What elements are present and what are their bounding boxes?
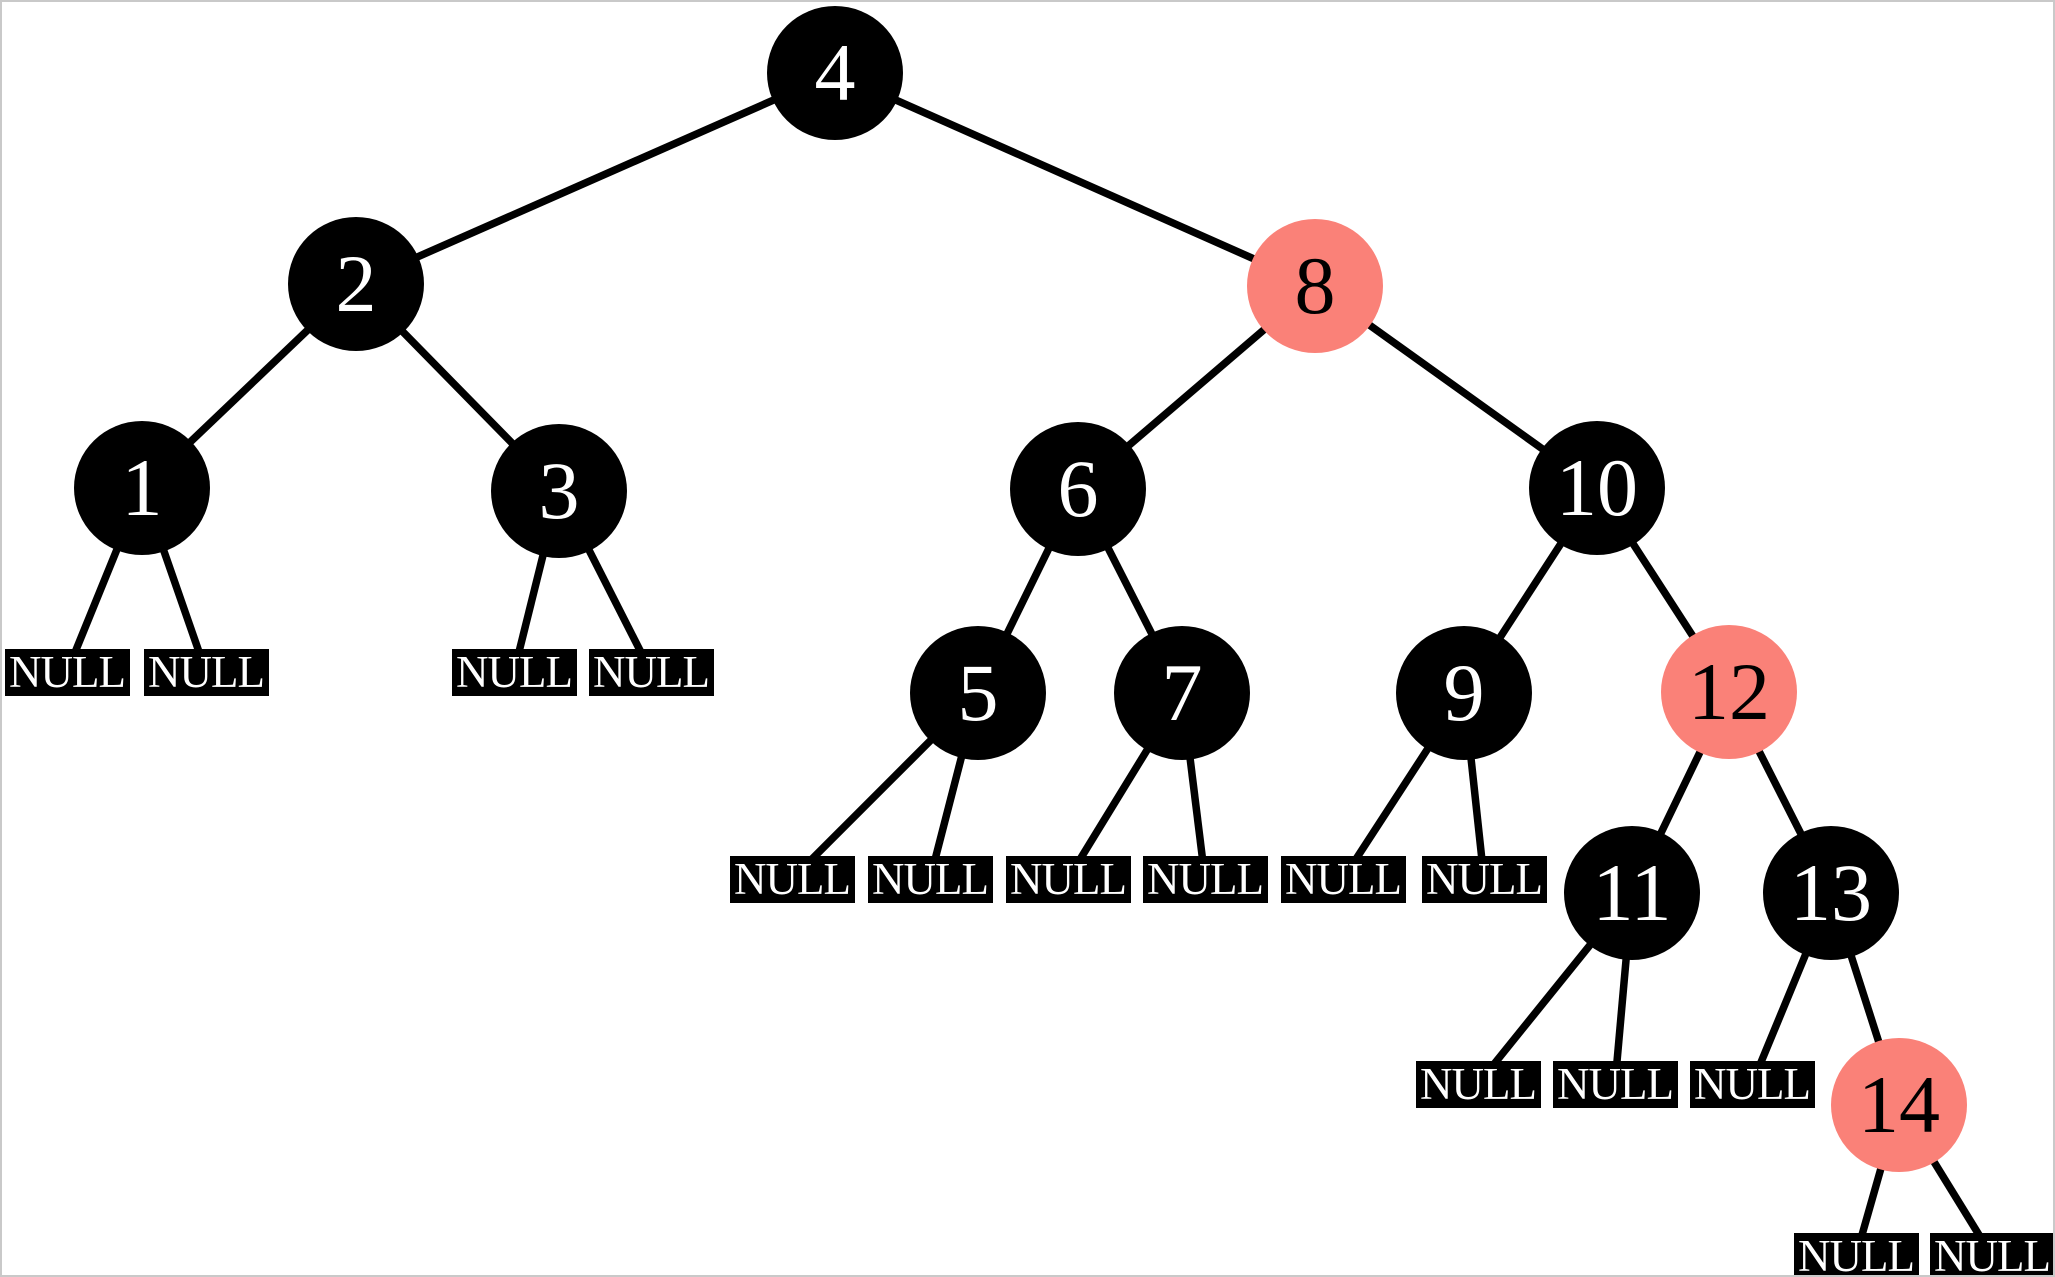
null-leaf: NULL xyxy=(1689,1060,1815,1108)
null-leaf: NULL xyxy=(1005,855,1131,903)
tree-node-13: 13 xyxy=(1763,826,1899,960)
tree-node-7: 7 xyxy=(1114,626,1250,760)
null-leaf: NULL xyxy=(451,648,577,696)
tree-node-11: 11 xyxy=(1564,826,1700,960)
null-leaf: NULL xyxy=(1552,1060,1678,1108)
tree-node-5: 5 xyxy=(910,626,1046,760)
tree-node-2: 2 xyxy=(288,217,424,351)
null-leaf: NULL xyxy=(867,855,993,903)
tree-edge xyxy=(354,69,837,288)
null-leaf: NULL xyxy=(1142,855,1268,903)
null-leaf: NULL xyxy=(1280,855,1406,903)
null-leaf: NULL xyxy=(729,855,855,903)
tree-node-10: 10 xyxy=(1529,421,1665,555)
null-leaf: NULL xyxy=(1415,1060,1541,1108)
tree-node-8: 8 xyxy=(1247,219,1383,353)
tree-node-9: 9 xyxy=(1396,626,1532,760)
tree-node-14: 14 xyxy=(1831,1038,1967,1172)
tree-node-6: 6 xyxy=(1010,422,1146,556)
null-leaf: NULL xyxy=(1421,855,1547,903)
null-leaf: NULL xyxy=(1929,1232,2053,1275)
null-leaf: NULL xyxy=(4,648,130,696)
tree-edge xyxy=(833,69,1317,290)
tree-node-12: 12 xyxy=(1661,625,1797,759)
tree-node-1: 1 xyxy=(74,421,210,555)
tree-node-3: 3 xyxy=(491,424,627,558)
tree-node-4: 4 xyxy=(767,6,903,140)
null-leaf: NULL xyxy=(1793,1232,1919,1275)
null-leaf: NULL xyxy=(143,648,269,696)
null-leaf: NULL xyxy=(588,648,714,696)
